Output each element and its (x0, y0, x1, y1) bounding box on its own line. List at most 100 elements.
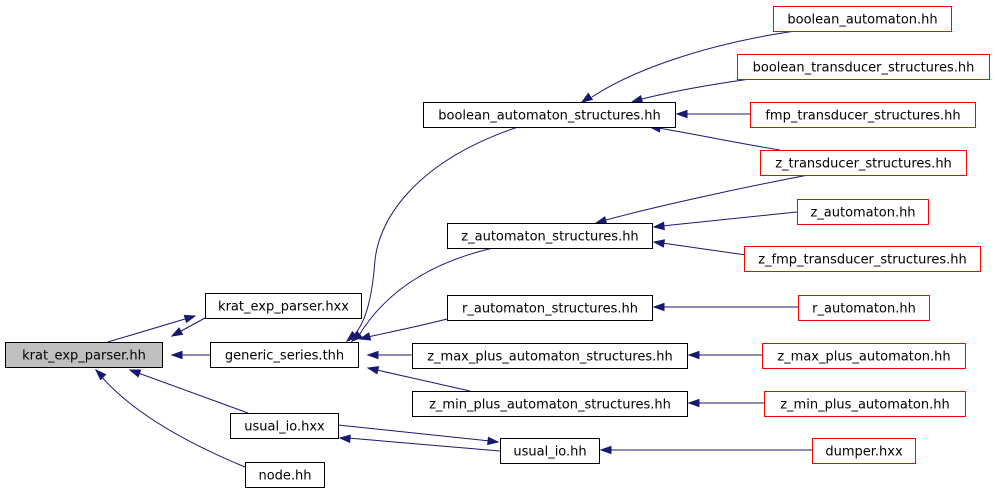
node-usual-io-hh[interactable]: usual_io.hh (500, 438, 600, 464)
edge-line (337, 424, 491, 442)
edge-line (661, 242, 761, 258)
node-label: boolean_automaton.hh (787, 13, 937, 28)
node-dumper-hxx[interactable]: dumper.hxx (812, 438, 916, 464)
edge-z_transducer_structures_hh-to-z_automaton_structures_hh (594, 174, 809, 225)
node-z-min-plus-automaton-hh[interactable]: z_min_plus_automaton.hh (764, 391, 966, 417)
edge-line (107, 315, 196, 343)
edge-arrowhead (366, 366, 380, 375)
node-label: krat_exp_parser.hh (22, 349, 146, 364)
node-r-automaton-structures-hh[interactable]: r_automaton_structures.hh (447, 295, 653, 321)
edge-line (357, 247, 494, 338)
edge-node_hh-to-krat_exp_parser_hh (94, 368, 246, 468)
node-z-max-plus-automaton-structures-hh[interactable]: z_max_plus_automaton_structures.hh (412, 343, 688, 369)
node-node-hh[interactable]: node.hh (245, 462, 325, 488)
edge-arrowhead (170, 327, 184, 337)
edge-r_automaton_structures_hh-to-generic_series_thh (358, 318, 448, 341)
edge-z_max_plus_automaton_hh-to-z_max_plus_automaton_structures_hh (687, 350, 762, 360)
node-box (447, 295, 653, 321)
node-label: r_automaton_structures.hh (462, 302, 638, 317)
node-label: krat_exp_parser.hxx (218, 300, 349, 315)
node-label: z_fmp_transducer_structures.hh (758, 253, 967, 268)
edge-boolean_automaton_structures_hh-to-generic_series_thh (345, 126, 519, 342)
edge-arrowhead (183, 314, 197, 324)
edge-z_min_plus_automaton_structures_hh-to-generic_series_thh (366, 366, 471, 392)
edge-arrowhead (128, 369, 142, 378)
node-box (798, 295, 930, 321)
node-fmp-transducer-structures-hh[interactable]: fmp_transducer_structures.hh (750, 102, 976, 128)
edge-arrowhead (358, 332, 372, 341)
edge-arrowhead (652, 221, 665, 231)
edge-arrowhead (338, 434, 351, 444)
node-z-automaton-hh[interactable]: z_automaton.hh (797, 199, 929, 225)
edge-arrowhead (345, 330, 358, 342)
node-label: z_automaton_structures.hh (461, 230, 638, 245)
edge-boolean_transducer_structures_hh-to-boolean_automaton_structures_hh (630, 78, 751, 104)
node-box (762, 343, 966, 369)
edge-arrowhead (487, 436, 500, 446)
edge-z_max_plus_automaton_structures_hh-to-generic_series_thh (366, 350, 412, 360)
node-label: z_max_plus_automaton.hh (777, 350, 950, 365)
edge-arrowhead (652, 302, 665, 312)
node-label: usual_io.hh (513, 445, 586, 460)
node-generic-series-thh[interactable]: generic_series.thh (210, 342, 359, 368)
edge-z_fmp_transducer_structures_hh-to-z_automaton_structures_hh (652, 239, 761, 258)
node-label: node.hh (258, 469, 311, 484)
node-box (737, 54, 990, 80)
edge-arrowhead (687, 350, 700, 360)
edge-dumper_hxx-to-usual_io_hh (599, 445, 812, 455)
edge-arrowhead (594, 216, 608, 225)
node-label: dumper.hxx (825, 445, 903, 460)
node-box (245, 462, 325, 488)
node-box (447, 223, 653, 249)
node-box (412, 391, 688, 417)
node-box (773, 6, 952, 32)
node-box (210, 342, 359, 368)
edge-arrowhead (94, 368, 107, 381)
edge-arrowhead (599, 445, 612, 455)
node-z-max-plus-automaton-hh[interactable]: z_max_plus_automaton.hh (762, 343, 966, 369)
node-boolean-transducer-structures-hh[interactable]: boolean_transducer_structures.hh (737, 54, 990, 80)
node-label: boolean_transducer_structures.hh (753, 61, 975, 76)
edge-generic_series_thh-to-krat_exp_parser_hh (170, 350, 210, 360)
edge-arrowhead (350, 330, 363, 342)
edge-arrowhead (630, 95, 644, 104)
edge-krat_exp_parser_hh-to-krat_exp_parser_hxx (107, 314, 197, 343)
node-box (205, 293, 362, 319)
node-krat-exp-parser-hxx[interactable]: krat_exp_parser.hxx (205, 293, 362, 319)
edge-usual_io_hxx-to-usual_io_hh (337, 424, 500, 446)
node-box (812, 438, 916, 464)
node-box (500, 438, 600, 464)
edge-arrowhead (170, 350, 183, 360)
node-label: z_transducer_structures.hh (775, 157, 952, 172)
node-r-automaton-hh[interactable]: r_automaton.hh (798, 295, 930, 321)
node-box (750, 102, 976, 128)
edge-line (367, 367, 471, 392)
node-z-automaton-structures-hh[interactable]: z_automaton_structures.hh (447, 223, 653, 249)
edge-z_min_plus_automaton_hh-to-z_min_plus_automaton_structures_hh (687, 398, 764, 408)
node-z-fmp-transducer-structures-hh[interactable]: z_fmp_transducer_structures.hh (744, 246, 981, 272)
edge-arrowhead (687, 398, 700, 408)
node-boolean-automaton-hh[interactable]: boolean_automaton.hh (773, 6, 952, 32)
edge-usual_io_hxx-to-krat_exp_parser_hh (128, 369, 249, 414)
node-label: boolean_automaton_structures.hh (438, 109, 661, 124)
edge-usual_io_hh-to-usual_io_hxx (338, 434, 501, 452)
node-label: z_automaton.hh (810, 206, 915, 221)
edge-line (591, 30, 796, 98)
edge-line (351, 126, 519, 338)
edge-krat_exp_parser_hxx-to-krat_exp_parser_hh (170, 317, 206, 337)
edges-layer (94, 30, 812, 468)
node-box (423, 102, 676, 128)
node-box (5, 342, 163, 368)
node-boolean-automaton-structures-hh[interactable]: boolean_automaton_structures.hh (423, 102, 676, 128)
edge-line (641, 78, 751, 100)
node-usual-io-hxx[interactable]: usual_io.hxx (230, 413, 339, 439)
node-label: r_automaton.hh (812, 302, 916, 317)
node-z-transducer-structures-hh[interactable]: z_transducer_structures.hh (760, 150, 967, 176)
node-box (764, 391, 966, 417)
edge-z_automaton_structures_hh-to-generic_series_thh (350, 247, 494, 342)
node-label: z_max_plus_automaton_structures.hh (427, 350, 673, 365)
node-label: fmp_transducer_structures.hh (765, 109, 960, 124)
node-box (230, 413, 339, 439)
node-z-min-plus-automaton-structures-hh[interactable]: z_min_plus_automaton_structures.hh (412, 391, 688, 417)
